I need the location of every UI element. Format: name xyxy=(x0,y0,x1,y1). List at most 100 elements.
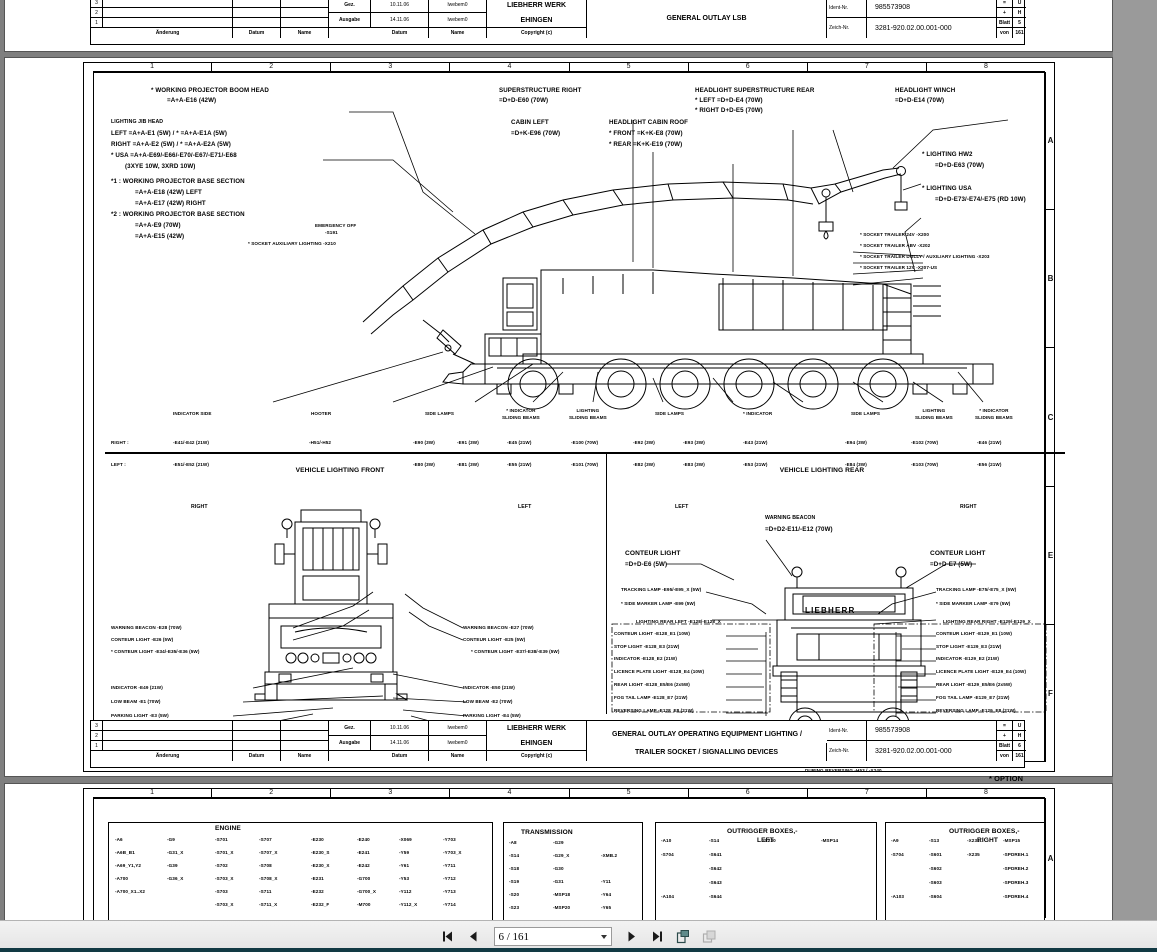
plus-label: + xyxy=(997,731,1013,741)
lamp-header-indicator-sliding-2: * INDICATOR SLIDING BEAMS xyxy=(975,408,1013,421)
viewport-right-gutter xyxy=(1113,0,1157,920)
rear-left-item-3: LICENCE PLATE LIGHT -E128_E4 (10W) xyxy=(614,669,705,674)
column-marker-2: 2 xyxy=(212,788,332,797)
rev-row-3: 3 xyxy=(91,721,103,731)
label-base-section-2-a: =A+A-E9 (70W) xyxy=(135,222,181,229)
outrigger-left-title-1: OUTRIGGER BOXES,- xyxy=(727,828,798,835)
lamp-row-right-label: RIGHT : xyxy=(111,440,129,445)
engine-cell: -G700_X xyxy=(357,889,377,894)
transmission-group-title: TRANSMISSION xyxy=(521,829,573,836)
lamp-header-lighting-sliding-1-l1: LIGHTING xyxy=(576,408,600,413)
previous-page-button[interactable] xyxy=(464,927,484,947)
col-header-name: Name xyxy=(281,751,329,761)
zone-marker-E: E xyxy=(1046,487,1055,625)
zone-marker-B: B xyxy=(1046,210,1055,349)
outrigger-left-cell: -S14 xyxy=(709,838,720,843)
front-left-label-1: CONTEUR LIGHT -E26 (5W) xyxy=(111,637,174,642)
outrigger-right-cell: -SPDREH.4 xyxy=(1003,894,1029,899)
engine-cell: -S703_X xyxy=(215,902,234,907)
label-headlight-superstructure-rear: HEADLIGHT SUPERSTRUCTURE REAR xyxy=(695,87,815,94)
document-page-6: 1 2 3 4 5 6 7 8 A B C E F * WORKING PROJ… xyxy=(5,58,1112,783)
lamp-header-lighting-sliding-2: LIGHTING SLIDING BEAMS xyxy=(915,408,953,421)
rear-right-item-0: CONTEUR LIGHT -E129_E1 (10W) xyxy=(936,631,1013,636)
rear-right-item-1: STOP LIGHT -E129_E3 (21W) xyxy=(936,644,1002,649)
engine-cell: -Y703 xyxy=(443,837,456,842)
rear-right-conteur-title: CONTEUR LIGHT xyxy=(930,550,986,557)
label-lighting-hw2: * LIGHTING HW2 xyxy=(922,151,973,158)
outrigger-left-cell: -A10 xyxy=(661,838,672,843)
first-page-button[interactable] xyxy=(438,927,458,947)
outrigger-right-cell: -X231 xyxy=(967,838,980,843)
label-emergency-off: EMERGENCY OFF xyxy=(315,223,357,228)
rev-date-2 xyxy=(233,731,281,741)
outrigger-left-cell: -X230 xyxy=(763,838,776,843)
plus-value: H xyxy=(1013,731,1026,741)
outrigger-right-cell: -S704 xyxy=(891,852,904,857)
page-number-input[interactable]: 6 / 161 xyxy=(493,927,612,946)
zeich-value: 3281-920.02.00.001-000 xyxy=(867,18,997,38)
lamp-header-indicator-sliding-2-l2: SLIDING BEAMS xyxy=(975,414,1013,420)
engine-cell: -S707_X xyxy=(259,850,278,855)
column-marker-4: 4 xyxy=(450,788,570,797)
blatt-label: Blatt xyxy=(997,741,1013,751)
engine-group-box xyxy=(108,822,493,920)
rear-left-conteur-code: =D+D-E6 (5W) xyxy=(625,561,668,568)
outrigger-left-cell xyxy=(661,866,709,880)
duplicate-page-button[interactable] xyxy=(700,927,720,947)
engine-cell: -Y711 xyxy=(443,863,456,868)
lamp-header-indicator-sliding-1: * INDICATOR SLIDING BEAMS xyxy=(502,408,540,421)
copyright-label: Copyright (c) xyxy=(487,28,587,38)
rear-view-leader-lines xyxy=(606,508,1056,768)
engine-cell: -Y713 xyxy=(443,889,456,894)
col-header-datum-2: Datum xyxy=(371,28,429,38)
front-view-left-label: LEFT xyxy=(518,504,532,510)
lamp-left-value-3: -E81 (3W) xyxy=(457,462,479,467)
lamp-header-lighting-sliding-1: LIGHTING SLIDING BEAMS xyxy=(569,408,607,421)
label-socket-auxiliary-lighting: * SOCKET AUXILIARY LIGHTING -X210 xyxy=(248,241,336,246)
outrigger-right-title-1: OUTRIGGER BOXES,- xyxy=(949,828,1020,835)
rear-right-group-title: LIGHTING REAR RIGHT -E129/-E129_X xyxy=(943,619,1031,624)
outrigger-right-cell: -S601 xyxy=(929,852,942,857)
export-page-button[interactable] xyxy=(674,927,694,947)
rear-left-item-0: CONTEUR LIGHT -E128_E1 (10W) xyxy=(614,631,691,636)
column-marker-5: 5 xyxy=(570,788,689,797)
rear-right-item-6: REVERSING LAMP -E129_E8 (21W) xyxy=(936,708,1016,713)
drawing-title: GENERAL OUTLAY LSB xyxy=(587,0,827,38)
blatt-label: Blatt xyxy=(997,18,1013,28)
chevron-down-icon[interactable] xyxy=(600,934,607,939)
transmission-cell: -G29_X xyxy=(553,853,570,858)
rev-row-2: 2 xyxy=(91,731,103,741)
label-lighting-usa: * LIGHTING USA xyxy=(922,185,972,192)
ausgabe-date: 14.11.06 xyxy=(371,13,429,28)
outrigger-left-cell: -S644 xyxy=(709,894,722,899)
gez-name: lwebem0 xyxy=(429,721,487,736)
engine-cell: -A69_Y1,Y2 xyxy=(115,863,142,868)
gez-label: Gez. xyxy=(329,721,371,736)
rev-date-2 xyxy=(233,8,281,18)
outrigger-right-cell: -MSP15 xyxy=(1003,838,1021,843)
eq-label: = xyxy=(997,0,1013,8)
engine-cell: -A700 xyxy=(115,876,129,881)
engine-cell: -Y61 xyxy=(399,863,410,868)
outrigger-right-cell xyxy=(967,894,1003,908)
lamp-left-value-10: -E103 (70W) xyxy=(911,462,939,467)
label-base-section-2-title: *2 : WORKING PROJECTOR BASE SECTION xyxy=(111,211,245,218)
warning-signal-line-2: DURING REVERSING -H53 / -X240 xyxy=(805,768,882,773)
label-emergency-off-code: -S191 xyxy=(325,230,338,235)
document-viewport[interactable]: 3 2 1 Änderung Datum Name Gez. Ausgabe 1… xyxy=(0,0,1157,920)
rev-name-1 xyxy=(281,18,329,28)
last-page-button[interactable] xyxy=(648,927,668,947)
chevron-right-icon xyxy=(628,931,635,942)
pdf-navigation-toolbar[interactable]: 6 / 161 xyxy=(0,920,1157,952)
column-ruler-top: 1 2 3 4 5 6 7 8 xyxy=(93,62,1045,72)
transmission-row: -S20 -MSP18 -Y64 xyxy=(509,892,643,905)
lamp-header-indicator-sliding-2-l1: * INDICATOR xyxy=(979,408,1009,413)
engine-group-title: ENGINE xyxy=(215,825,241,832)
lamp-right-value-5: -E100 (70W) xyxy=(571,440,599,445)
next-page-button[interactable] xyxy=(622,927,642,947)
rev-row-1: 1 xyxy=(91,741,103,751)
outrigger-left-row: -S704 -S641 xyxy=(661,852,873,866)
rev-desc-1 xyxy=(103,18,233,28)
outrigger-left-row: -A10 -S14 -X230 -MSP14 xyxy=(661,838,873,852)
front-right-label-0: WARNING BEACON -E27 (70W) xyxy=(463,625,534,630)
